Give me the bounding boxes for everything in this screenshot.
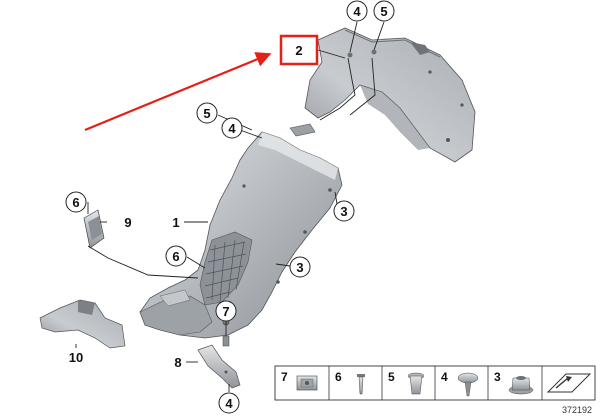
svg-text:4: 4 <box>228 121 236 136</box>
highlight-arrow <box>84 52 272 132</box>
fastener-markers <box>222 49 377 347</box>
callout-5-mid: 5 <box>196 102 218 124</box>
part-8-strip <box>197 344 241 389</box>
svg-text:8: 8 <box>174 355 181 370</box>
clip-nut-icon <box>296 375 318 391</box>
screw-icon <box>357 374 365 395</box>
callout-6-mid: 6 <box>165 245 187 267</box>
part-9-pad <box>83 209 105 249</box>
svg-text:6: 6 <box>335 370 342 384</box>
svg-text:3: 3 <box>296 260 303 275</box>
expanding-nut-icon <box>407 372 425 395</box>
grille-pattern <box>204 239 247 303</box>
callout-4-top: 4 <box>346 0 368 22</box>
legend-item-3: 3 <box>494 370 534 395</box>
svg-text:7: 7 <box>222 304 229 319</box>
svg-text:2: 2 <box>295 43 302 58</box>
svg-text:6: 6 <box>172 249 179 264</box>
svg-text:1: 1 <box>172 215 179 230</box>
legend-item-6: 6 <box>335 370 365 395</box>
legend-item-7: 7 <box>281 370 318 391</box>
callout-4-mid: 4 <box>221 117 243 139</box>
svg-text:4: 4 <box>353 4 361 19</box>
leader-lines <box>75 21 385 392</box>
svg-text:6: 6 <box>72 195 79 210</box>
svg-text:5: 5 <box>203 106 210 121</box>
callout-1: 1 <box>172 215 179 230</box>
part-10-bracket <box>39 299 126 349</box>
diagram-symbol-icon <box>546 373 592 393</box>
callout-2-highlighted: 2 <box>279 34 319 66</box>
svg-text:4: 4 <box>225 396 233 411</box>
legend-item-5: 5 <box>388 370 425 395</box>
callout-8: 8 <box>174 355 181 370</box>
svg-text:4: 4 <box>441 370 448 384</box>
svg-text:9: 9 <box>124 215 131 230</box>
fastener-legend: 7 6 5 4 <box>274 365 596 401</box>
callout-10: 10 <box>69 350 83 365</box>
legend-item-4: 4 <box>441 370 479 397</box>
push-rivet-icon <box>457 372 479 397</box>
callout-4-bottom: 4 <box>218 392 240 414</box>
diagram-id: 372192 <box>562 405 592 415</box>
callout-9: 9 <box>124 215 131 230</box>
svg-text:10: 10 <box>69 350 83 365</box>
rear-wheel-arch-liner <box>289 27 476 163</box>
flange-nut-icon <box>508 376 534 395</box>
callout-3-b: 3 <box>289 256 311 278</box>
front-wheel-arch-liner <box>139 131 343 339</box>
svg-text:5: 5 <box>380 4 387 19</box>
svg-text:3: 3 <box>340 204 347 219</box>
svg-text:3: 3 <box>494 370 501 384</box>
callout-3-a: 3 <box>333 200 355 222</box>
callout-5-top: 5 <box>373 0 395 22</box>
svg-text:5: 5 <box>388 370 395 384</box>
callout-7-mid: 7 <box>215 300 237 322</box>
callout-6-left: 6 <box>65 191 87 213</box>
svg-text:7: 7 <box>281 370 288 384</box>
